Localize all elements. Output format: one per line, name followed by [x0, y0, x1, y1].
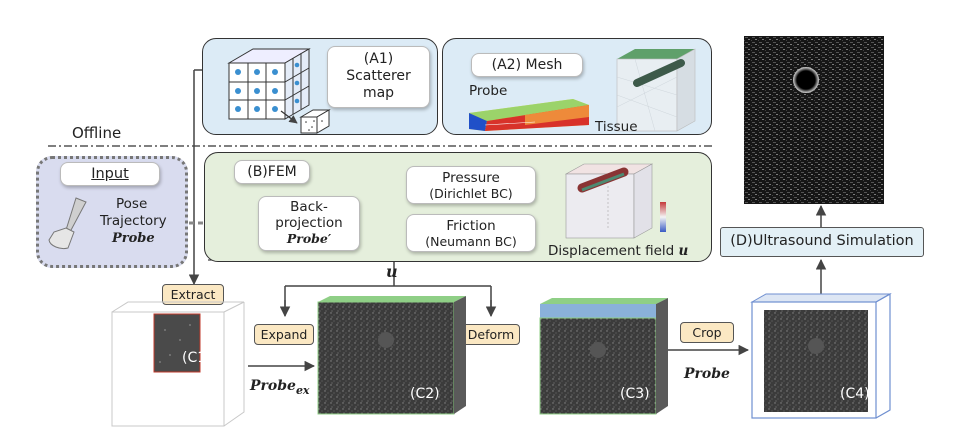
probe-ex-main: Probe — [250, 378, 296, 394]
displacement-label: Displacement field u — [548, 243, 688, 259]
scatterer-cube-illustration — [227, 48, 331, 134]
ultrasound-probe-icon — [48, 197, 87, 249]
u-label: u — [386, 262, 398, 281]
crop-tag: Crop — [680, 322, 734, 343]
pressure-sub: (Dirichlet BC) — [429, 186, 513, 201]
probe-ex-sub: ex — [295, 383, 310, 397]
c3-label: (C3) — [620, 386, 650, 402]
friction-box: Friction (Neumann BC) — [406, 214, 536, 252]
input-probe: Probe — [112, 231, 155, 246]
c4-label: (C4) — [840, 386, 870, 402]
c2-volume — [317, 296, 466, 415]
c1-volume-illustration — [111, 301, 245, 427]
probe-mesh-label: Probe — [469, 83, 508, 99]
offline-label: Offline — [72, 124, 122, 142]
c1-label: (C1) — [182, 350, 212, 366]
back-probe: Probe′ — [286, 231, 332, 246]
c2-label: (C2) — [410, 386, 440, 402]
u-connector — [284, 262, 492, 315]
ultrasound-image — [744, 36, 884, 204]
fem-label: (B)FEM — [234, 160, 310, 184]
friction-sub: (Neumann BC) — [425, 234, 517, 249]
input-title: Input — [60, 162, 160, 186]
pressure-box: Pressure (Dirichlet BC) — [406, 166, 536, 204]
a1-line1: Scatterer — [346, 68, 411, 84]
probe-mesh-illustration — [469, 99, 589, 131]
scatterer-map-label: (A1) Scatterer map — [327, 46, 430, 108]
ultrasound-simulation-box: (D)Ultrasound Simulation — [720, 227, 924, 257]
probe-ex-label: Probeex — [250, 378, 310, 397]
back-projection-box: Back- projection Probe′ — [258, 196, 360, 251]
back-line2: projection — [275, 215, 343, 231]
mesh-label: (A2) Mesh — [471, 53, 583, 77]
input-pose: Pose — [116, 196, 148, 212]
crop-probe-label: Probe — [684, 366, 730, 382]
pressure-title: Pressure — [442, 170, 500, 186]
scatterer-map-panel: (A1) Scatterer map — [202, 38, 438, 135]
c4-volume — [750, 292, 892, 419]
input-trajectory: Trajectory — [100, 213, 167, 229]
tissue-label: Tissue — [595, 119, 638, 135]
displacement-text: Displacement field — [548, 243, 675, 259]
friction-title: Friction — [446, 218, 496, 234]
displacement-symbol: u — [678, 243, 689, 259]
deform-tag: Deform — [462, 324, 520, 345]
c3-volume — [539, 298, 668, 415]
displacement-field-illustration — [564, 163, 666, 239]
tissue-mesh-illustration — [616, 48, 696, 132]
a1-id: (A1) — [363, 51, 394, 67]
a1-line2: map — [362, 85, 395, 101]
expand-tag: Expand — [254, 324, 314, 345]
back-line1: Back- — [290, 199, 328, 215]
mesh-panel: (A2) Mesh Probe Tissue — [442, 38, 712, 135]
extract-tag: Extract — [162, 284, 224, 305]
